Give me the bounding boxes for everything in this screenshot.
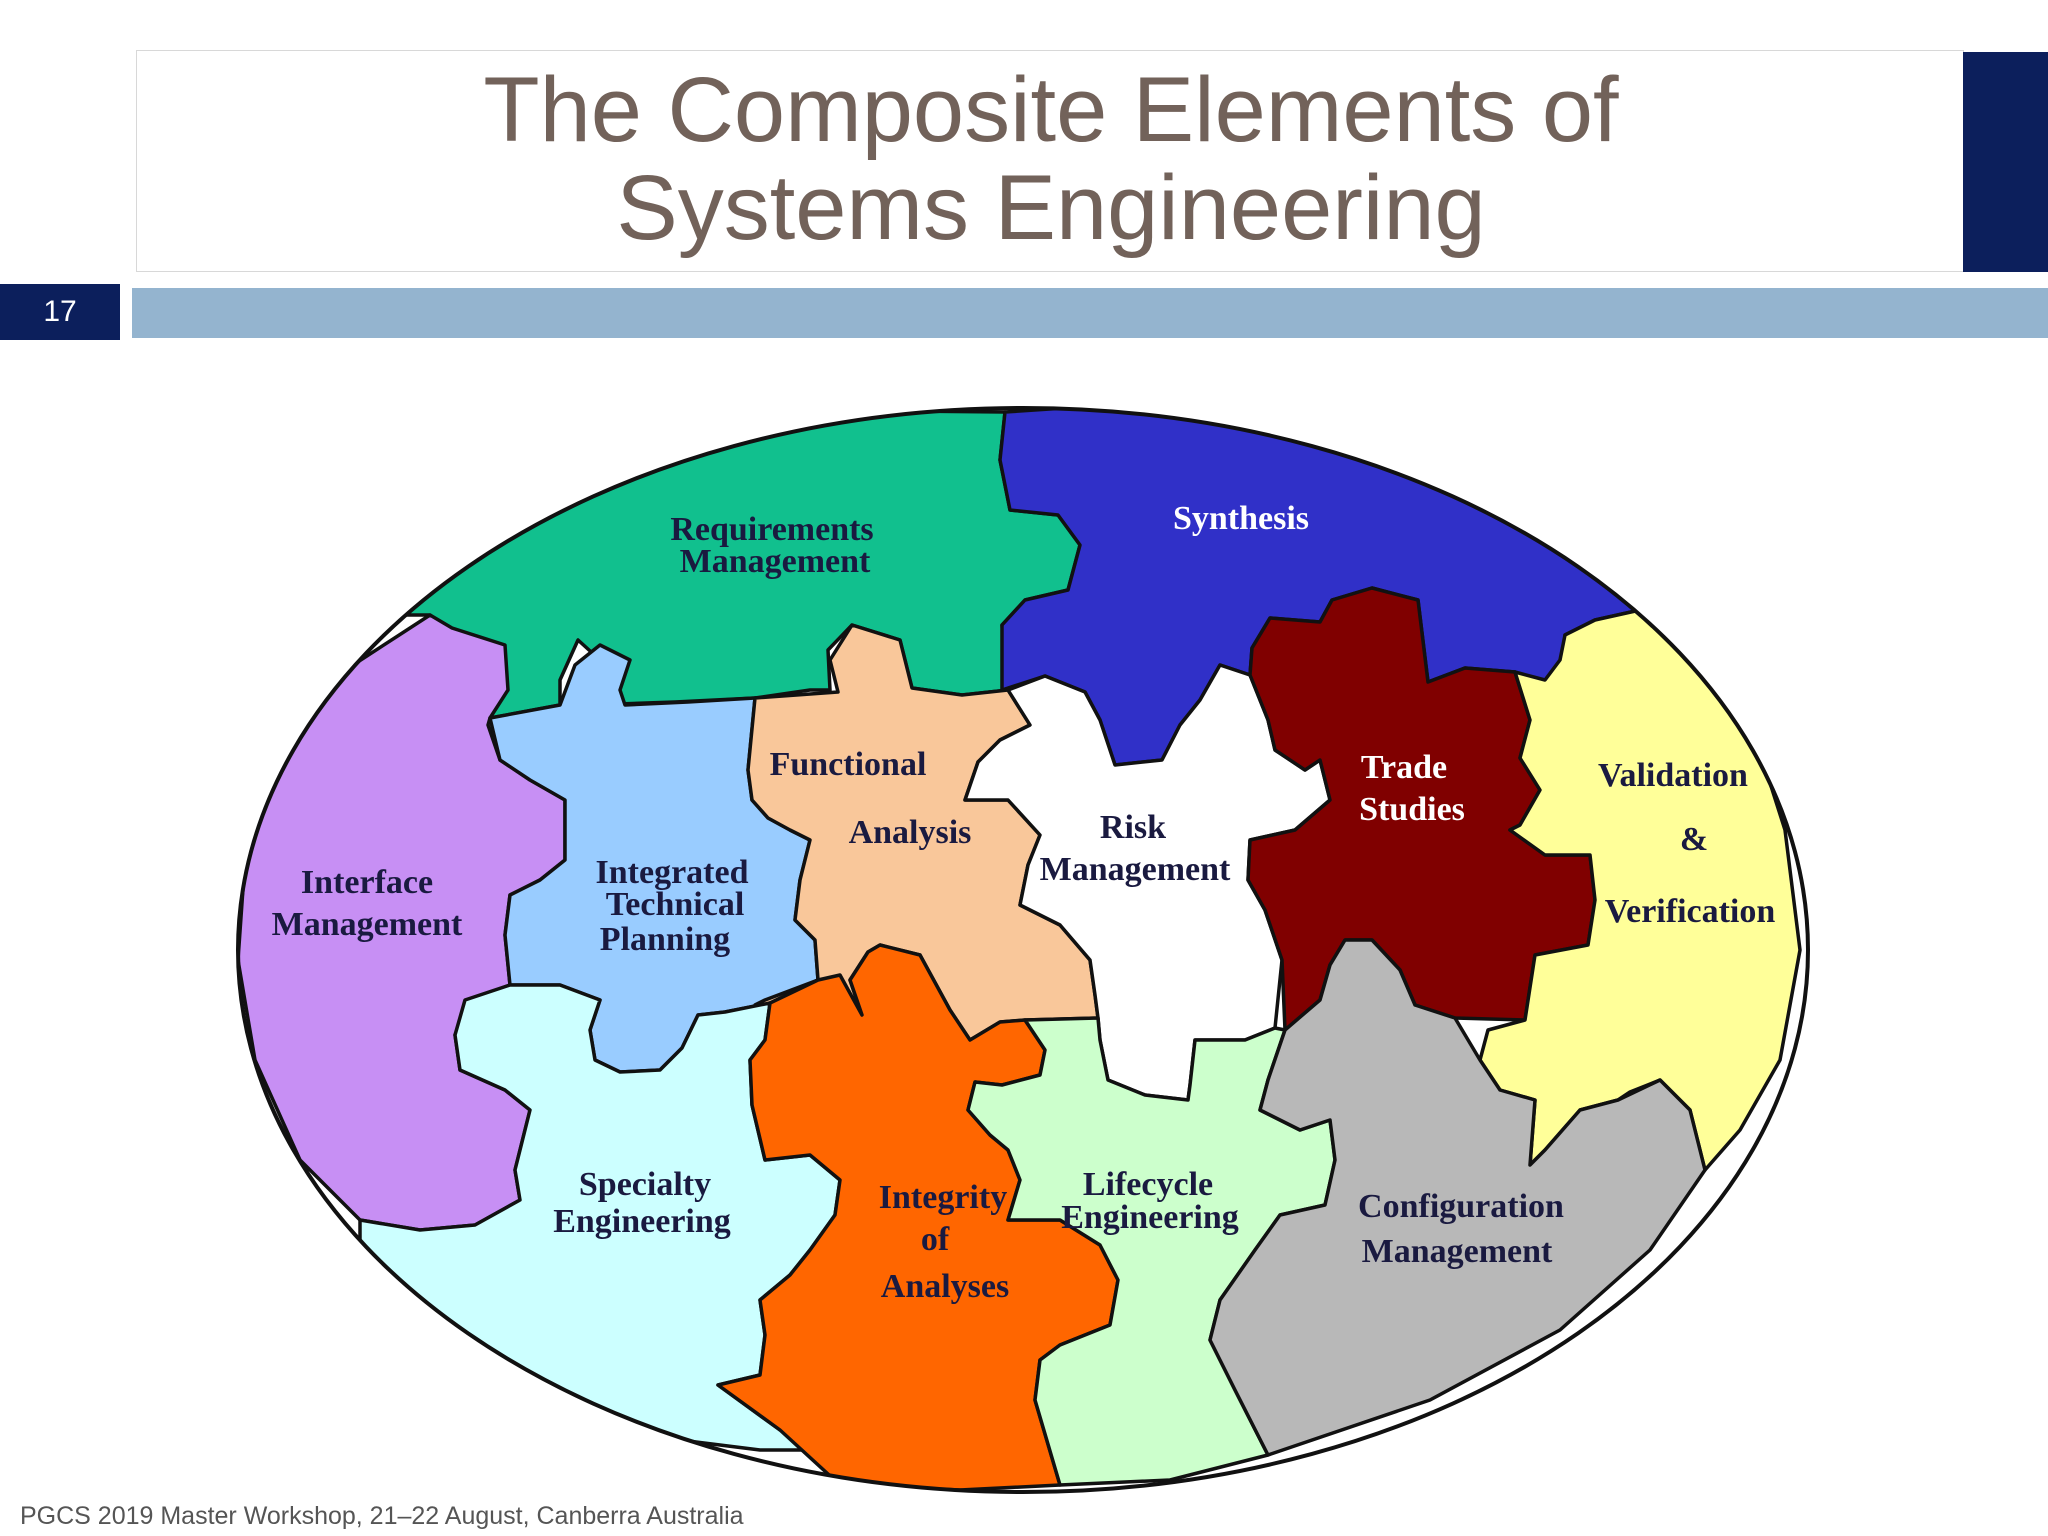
- puzzle-label-trade-studies-line-1: Trade: [1361, 749, 1447, 786]
- puzzle-piece-validation-verification: [1478, 608, 1802, 1172]
- puzzle-label-lifecycle-engineering-line-1: Lifecycle: [1083, 1166, 1213, 1203]
- puzzle-label-interface-management-line-1: Interface: [301, 864, 433, 901]
- puzzle-label-risk-management-line-1: Risk: [1100, 809, 1166, 846]
- puzzle-label-validation-verification-line-2: &: [1680, 821, 1708, 858]
- diagram-outline: [236, 406, 1810, 1494]
- puzzle-label-functional-analysis-line-1: Functional: [770, 746, 927, 783]
- puzzle-label-lifecycle-engineering-line-2: Engineering: [1061, 1199, 1239, 1236]
- puzzle-label-synthesis-line-1: Synthesis: [1173, 500, 1309, 537]
- slide-number: 17: [43, 295, 77, 328]
- puzzle-piece-configuration-management: [1208, 938, 1707, 1457]
- puzzle-label-integrity-of-analyses-line-3: Analyses: [881, 1268, 1009, 1305]
- puzzle-label-integrity-of-analyses-line-1: Integrity: [879, 1179, 1007, 1216]
- title-corner-block: [1963, 52, 2048, 272]
- puzzle-label-validation-verification-line-3: Verification: [1605, 893, 1776, 930]
- puzzle-label-integrated-technical-planning-line-3: Planning: [600, 921, 730, 958]
- puzzle-label-specialty-engineering-line-2: Engineering: [553, 1203, 731, 1240]
- puzzle-label-specialty-engineering-line-1: Specialty: [579, 1166, 711, 1203]
- slide-title-line-1: The Composite Elements of: [483, 59, 1619, 161]
- puzzle-label-trade-studies-line-2: Studies: [1359, 791, 1465, 828]
- puzzle-diagram: RequirementsManagementSynthesisInterface…: [236, 406, 1810, 1494]
- puzzle-label-risk-management-line-2: Management: [1040, 851, 1231, 888]
- puzzle-label-requirements-management-line-1: Requirements: [670, 511, 873, 548]
- puzzle-label-integrated-technical-planning-line-1: Integrated: [596, 854, 749, 891]
- puzzle-label-validation-verification-line-1: Validation: [1598, 757, 1748, 794]
- slide-number-box: 17: [0, 284, 120, 340]
- footer-text: PGCS 2019 Master Workshop, 21–22 August,…: [20, 1502, 744, 1530]
- puzzle-label-requirements-management-line-2: Management: [680, 543, 871, 580]
- puzzle-label-interface-management-line-2: Management: [272, 906, 463, 943]
- slide-title-line-2: Systems Engineering: [616, 157, 1486, 259]
- title-box: The Composite Elements of Systems Engine…: [136, 50, 1964, 272]
- puzzle-label-integrated-technical-planning-line-2: Technical: [606, 886, 745, 923]
- puzzle-label-integrity-of-analyses-line-2: of: [921, 1221, 950, 1258]
- title-underline-bar: [132, 288, 2048, 338]
- slide-title: The Composite Elements of Systems Engine…: [137, 61, 1965, 257]
- puzzle-label-configuration-management-line-1: Configuration: [1358, 1188, 1564, 1225]
- puzzle-label-configuration-management-line-2: Management: [1362, 1233, 1553, 1270]
- puzzle-label-functional-analysis-line-2: Analysis: [849, 814, 972, 851]
